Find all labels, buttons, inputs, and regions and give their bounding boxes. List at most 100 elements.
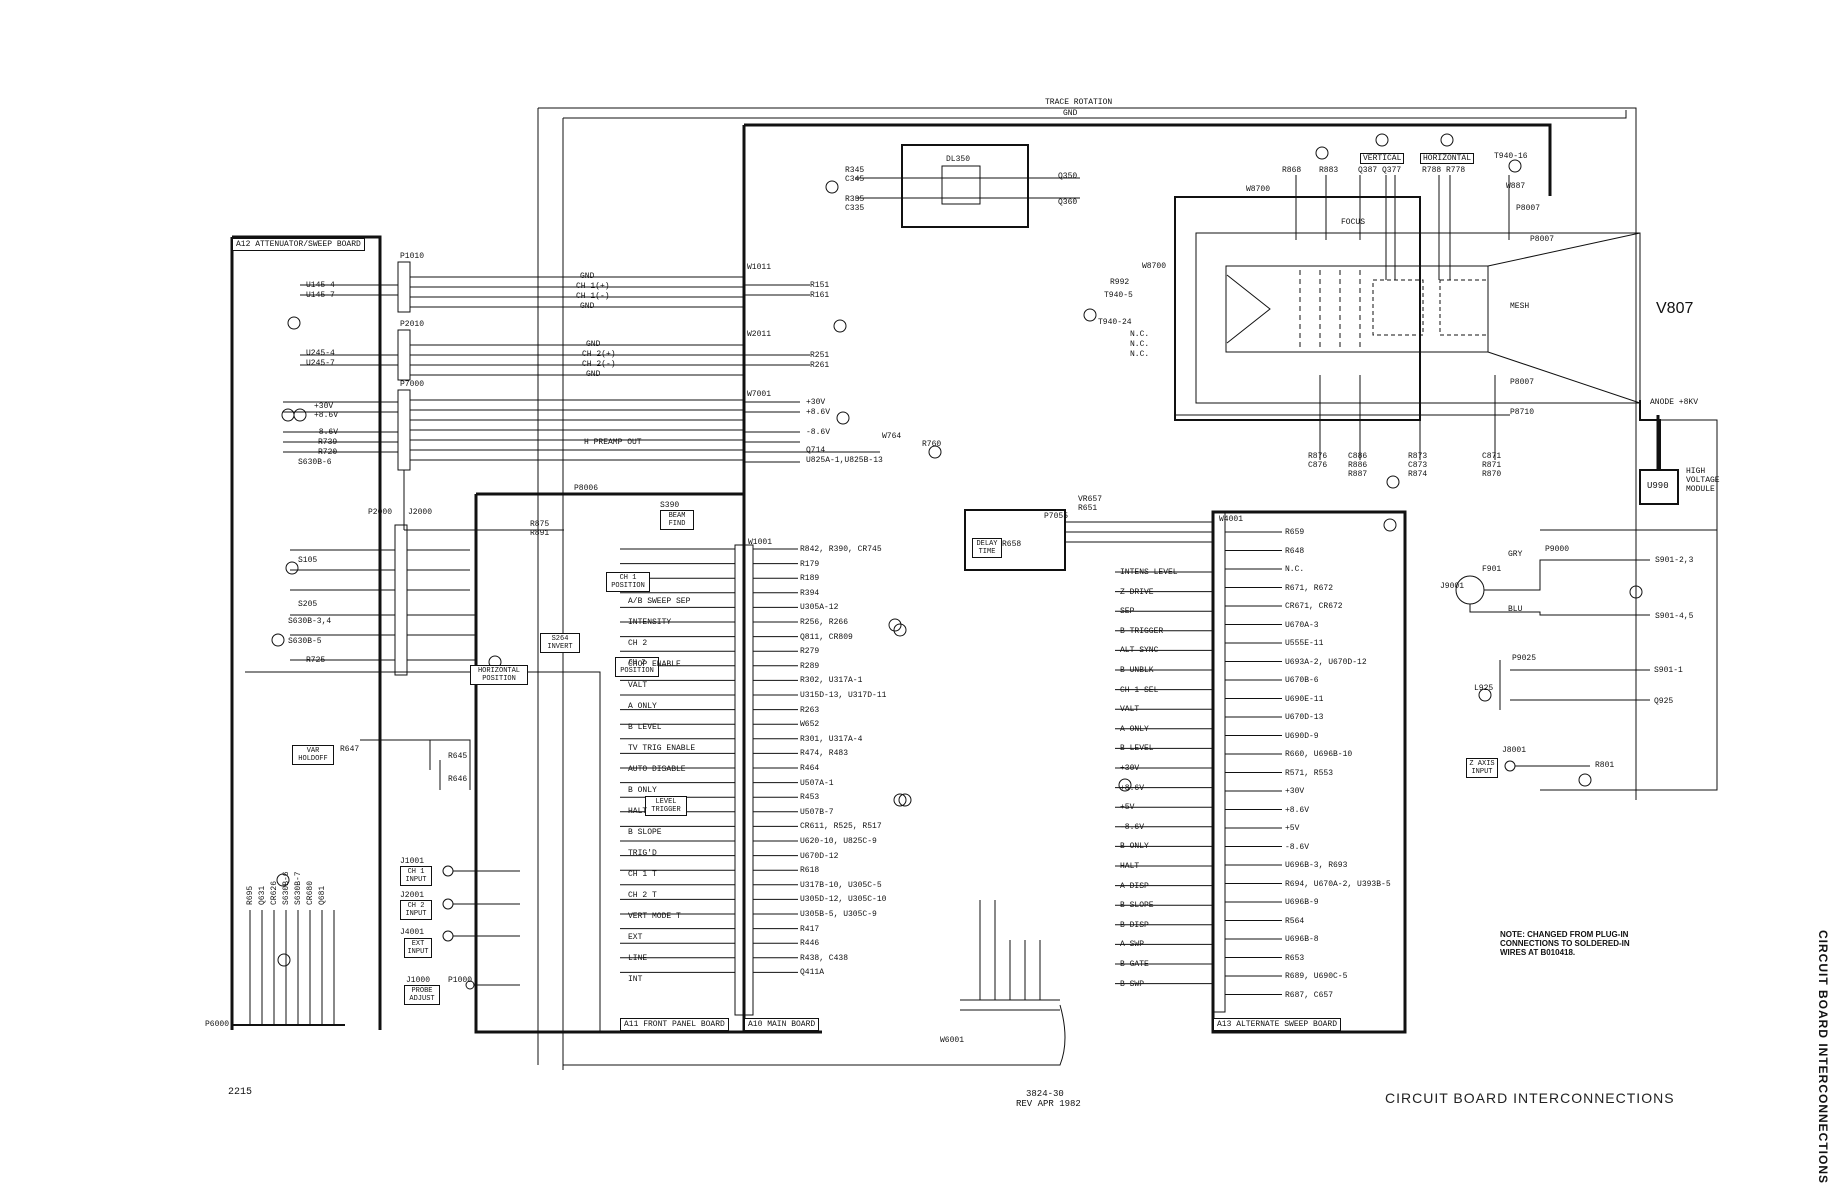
t940-24-label: T940-24 [1098,318,1132,327]
q360-label: Q360 [1058,198,1078,207]
level-trigger-control: LEVEL TRIGGER [645,796,687,816]
p9025-label: P9025 [1512,654,1537,663]
a10-output-29: R438, C438 [800,953,849,963]
bus-gnd-2: GND [580,302,595,311]
a13-signal-13: +5V [1120,803,1135,813]
a13-signal-8: VALT [1120,705,1140,715]
p1010-label: P1010 [400,252,425,261]
a10-output-23: R618 [800,866,820,876]
p7000-label: P7000 [400,380,425,389]
crt-bottom-ref-2: C886 R886 R887 [1348,452,1368,479]
p8007b-label: P8007 [1530,235,1555,244]
v807-label: V807 [1656,300,1694,317]
a10-output-25: U305D-12, U305C-10 [800,895,887,905]
a10-output-4: R394 [800,588,820,598]
a13-output-8: U693A-2, U670D-12 [1285,657,1367,667]
board-a11-title: A11 FRONT PANEL BOARD [620,1018,729,1031]
p7000-ref-4: R739 [318,438,338,447]
horizontal-position-control: HORIZONTAL POSITION [470,665,528,685]
bus-gnd-3: GND [586,340,601,349]
a10-top-output-10: W764 [882,432,902,441]
invert-switch: S264 INVERT [540,633,580,653]
gnd-label: GND [1063,109,1078,118]
j8001-label: J8001 [1502,746,1527,755]
p6000-label: P6000 [205,1020,230,1029]
a13-signal-17: A DISP [1120,881,1149,891]
a13-signal-21: B GATE [1120,960,1149,969]
crt-bottom-ref-4: C871 R871 R870 [1482,452,1502,479]
p8006-label: P8006 [574,484,599,493]
s390-label: S390 [660,501,680,510]
switch-ref-1: S105 [298,556,318,565]
a10-output-1: R842, R390, CR745 [800,545,882,554]
a13-output-26: R687, C657 [1285,990,1334,1000]
switch-ref-3: S630B-3,4 [288,617,332,626]
p7000-ref-6: S630B-6 [298,458,332,467]
q350-label: Q350 [1058,172,1078,181]
a11-signal-3: CH 2 [628,639,648,648]
a10-top-output-3: R251 [810,351,830,360]
a10-output-16: R464 [800,764,820,773]
anode-label: ANODE +8KV [1650,398,1699,407]
u245-4-label: U245-4 [306,349,335,358]
r345-label: R345 C345 [845,166,865,184]
a10-output-17: U507A-1 [800,778,834,788]
r335-label: R335 C335 [845,195,865,213]
a13-signal-6: B UNBLK [1120,666,1154,675]
s901-23-label: S901-2,3 [1655,556,1694,565]
a13-output-2: R648 [1285,546,1305,556]
a11-signal-2: INTENSITY [628,618,672,627]
p6000-wire-6: CR680 [306,880,315,905]
a13-output-19: U696B-3, R693 [1285,861,1348,870]
a10-top-output-11: R760 [922,440,942,449]
j2001-label: J2001 [400,891,425,900]
nc1-label: N.C. [1130,330,1150,339]
a10-output-6: R256, R266 [800,618,849,627]
p2000-label: P2000 [368,508,393,517]
a13-output-9: U670B-6 [1285,676,1319,685]
a10-output-19: U507B-7 [800,807,834,817]
a13-signal-18: B SLOPE [1120,901,1154,911]
p6000-wire-3: CR626 [270,880,279,905]
a11-signal-5: VALT [628,681,648,690]
horizontal-label: HORIZONTAL [1420,153,1475,164]
a10-output-27: R417 [800,924,820,934]
a11-signal-17: EXT [628,933,643,942]
w1011-label: W1011 [747,263,772,272]
w2011-label: W2011 [747,330,772,339]
side-title: CIRCUIT BOARD INTERCONNECTIONS [1816,930,1830,1184]
p6000-wire-4: S630B-6 [282,871,291,905]
a11-signal-19: INT [628,975,643,984]
a13-signal-9: A ONLY [1120,724,1149,734]
p6000-wire-1: R695 [246,885,255,905]
p7055-label: P7055 [1044,512,1069,521]
trace-rotation-label: TRACE ROTATION [1045,98,1113,107]
a10-top-output-4: R261 [810,361,830,370]
a13-output-1: R659 [1285,528,1305,537]
r645-label: R645 [448,752,468,761]
a13-output-14: R571, R553 [1285,768,1334,778]
a10-top-output-6: +8.6V [806,408,831,417]
a13-signal-2: Z DRIVE [1120,587,1154,597]
beam-find-button: BEAM FIND [660,510,694,530]
gry-label: GRY [1508,550,1523,559]
w7001-label: W7001 [747,390,772,399]
crt-bottom-ref-3: R873 C873 R874 [1408,452,1428,479]
a10-output-7: Q811, CR809 [800,632,853,642]
a13-signal-16: HALT [1120,862,1140,871]
a10-output-20: CR611, R525, R517 [800,822,882,832]
u245-7-label: U245-7 [306,359,335,368]
bus-gnd-4: GND [586,370,601,379]
t940-16-label: T940-16 [1494,152,1528,161]
r658-label: R658 [1002,540,1022,549]
r788-label: R788 R778 [1422,166,1466,175]
a13-output-7: U555E-11 [1285,639,1324,648]
board-a12-title: A12 ATTENUATOR/SWEEP BOARD [232,238,365,251]
a11-signal-15: CH 2 T [628,891,657,900]
board-a13-title: A13 ALTERNATE SWEEP BOARD [1213,1018,1342,1031]
p7000-ref-3: -8.6V [314,428,339,437]
a13-output-23: U696B-8 [1285,935,1319,944]
a13-output-13: R660, U696B-10 [1285,750,1353,759]
a13-output-18: -8.6V [1285,842,1310,852]
a11-signal-7: B LEVEL [628,723,662,732]
